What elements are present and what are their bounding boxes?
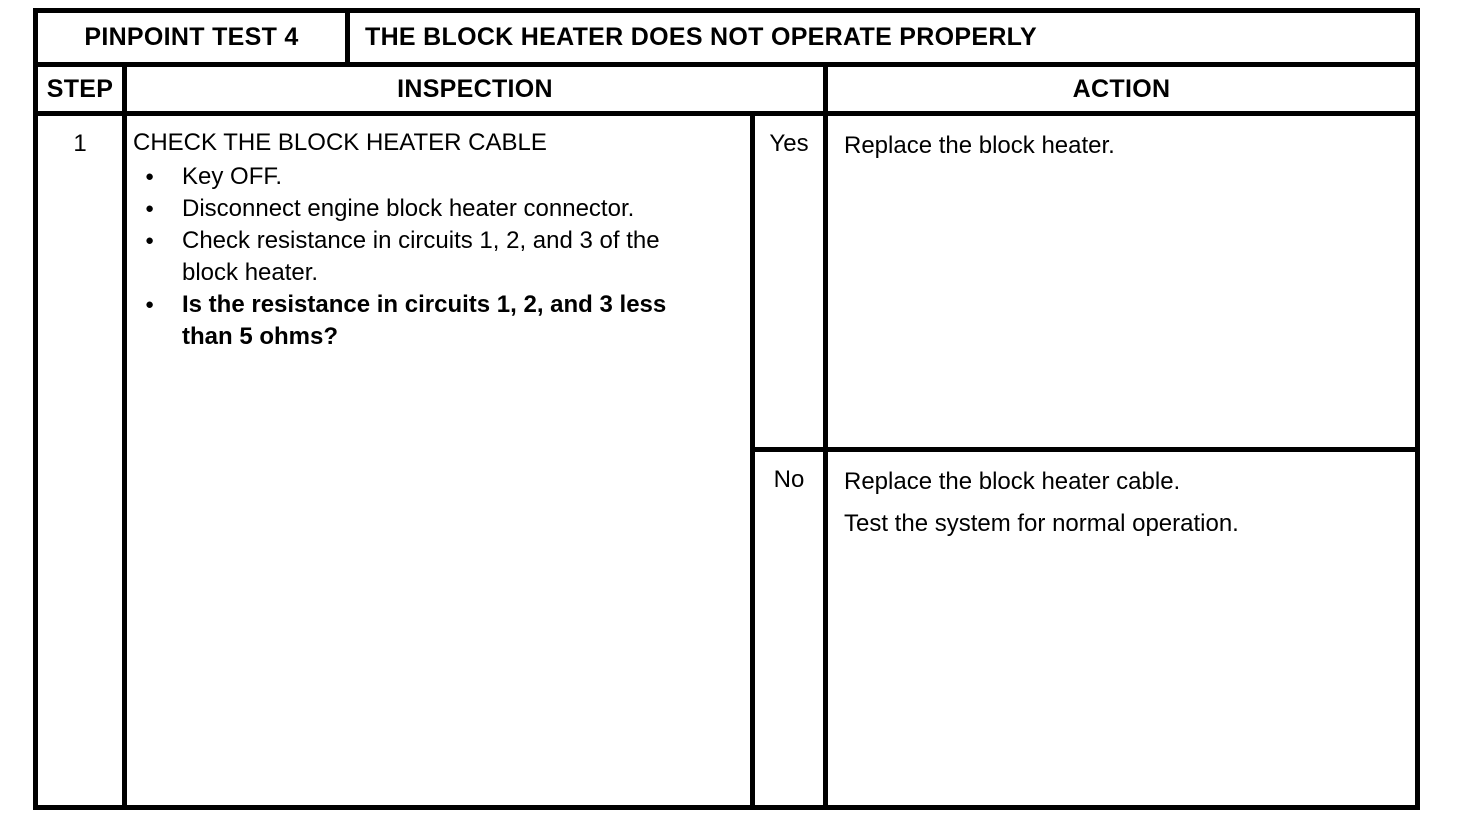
test-label: PINPOINT TEST 4 <box>38 13 350 62</box>
action-text: Replace the block heater cable. <box>844 468 1181 495</box>
results-column: Yes Replace the block heater. No Replace… <box>755 116 1415 805</box>
inspection-bullet-list: ● Key OFF. ● Disconnect engine block hea… <box>133 161 742 353</box>
step-number: 1 <box>38 116 127 805</box>
inspection-cell: CHECK THE BLOCK HEATER CABLE ● Key OFF. … <box>127 116 755 805</box>
step-row: 1 CHECK THE BLOCK HEATER CABLE ● Key OFF… <box>38 116 1415 805</box>
bullet-text: Is the resistance in circuits 1, 2, and … <box>182 291 667 350</box>
action-cell-yes: Replace the block heater. <box>828 116 1415 447</box>
column-header-action: ACTION <box>1072 74 1171 103</box>
inspection-title: CHECK THE BLOCK HEATER CABLE <box>133 129 547 156</box>
result-row-no: No Replace the block heater cable. Test … <box>755 452 1415 805</box>
bullet-icon: ● <box>145 168 155 185</box>
bullet-text: Check resistance in circuits 1, 2, and 3… <box>182 227 660 286</box>
bullet-icon: ● <box>145 200 155 217</box>
column-header-row: STEP INSPECTION ACTION <box>38 67 1415 116</box>
bullet-item: ● Check resistance in circuits 1, 2, and… <box>133 225 742 289</box>
bullet-item-question: ● Is the resistance in circuits 1, 2, an… <box>133 289 742 353</box>
column-header-step: STEP <box>38 67 127 111</box>
action-text: Test the system for normal operation. <box>844 510 1239 537</box>
pinpoint-test-table: PINPOINT TEST 4 THE BLOCK HEATER DOES NO… <box>33 8 1420 810</box>
test-title: THE BLOCK HEATER DOES NOT OPERATE PROPER… <box>365 23 1037 51</box>
bullet-text: Key OFF. <box>182 163 283 190</box>
answer-no: No <box>755 452 828 805</box>
column-header-inspection: INSPECTION <box>127 67 828 111</box>
action-cell-no: Replace the block heater cable. Test the… <box>828 452 1415 805</box>
table-title-row: PINPOINT TEST 4 THE BLOCK HEATER DOES NO… <box>38 13 1415 67</box>
bullet-text: Disconnect engine block heater connector… <box>182 195 635 222</box>
result-row-yes: Yes Replace the block heater. <box>755 116 1415 452</box>
answer-yes: Yes <box>755 116 828 447</box>
action-text: Replace the block heater. <box>844 132 1115 159</box>
bullet-icon: ● <box>145 232 155 249</box>
bullet-icon: ● <box>145 296 155 313</box>
bullet-item: ● Disconnect engine block heater connect… <box>133 193 742 225</box>
bullet-item: ● Key OFF. <box>133 161 742 193</box>
